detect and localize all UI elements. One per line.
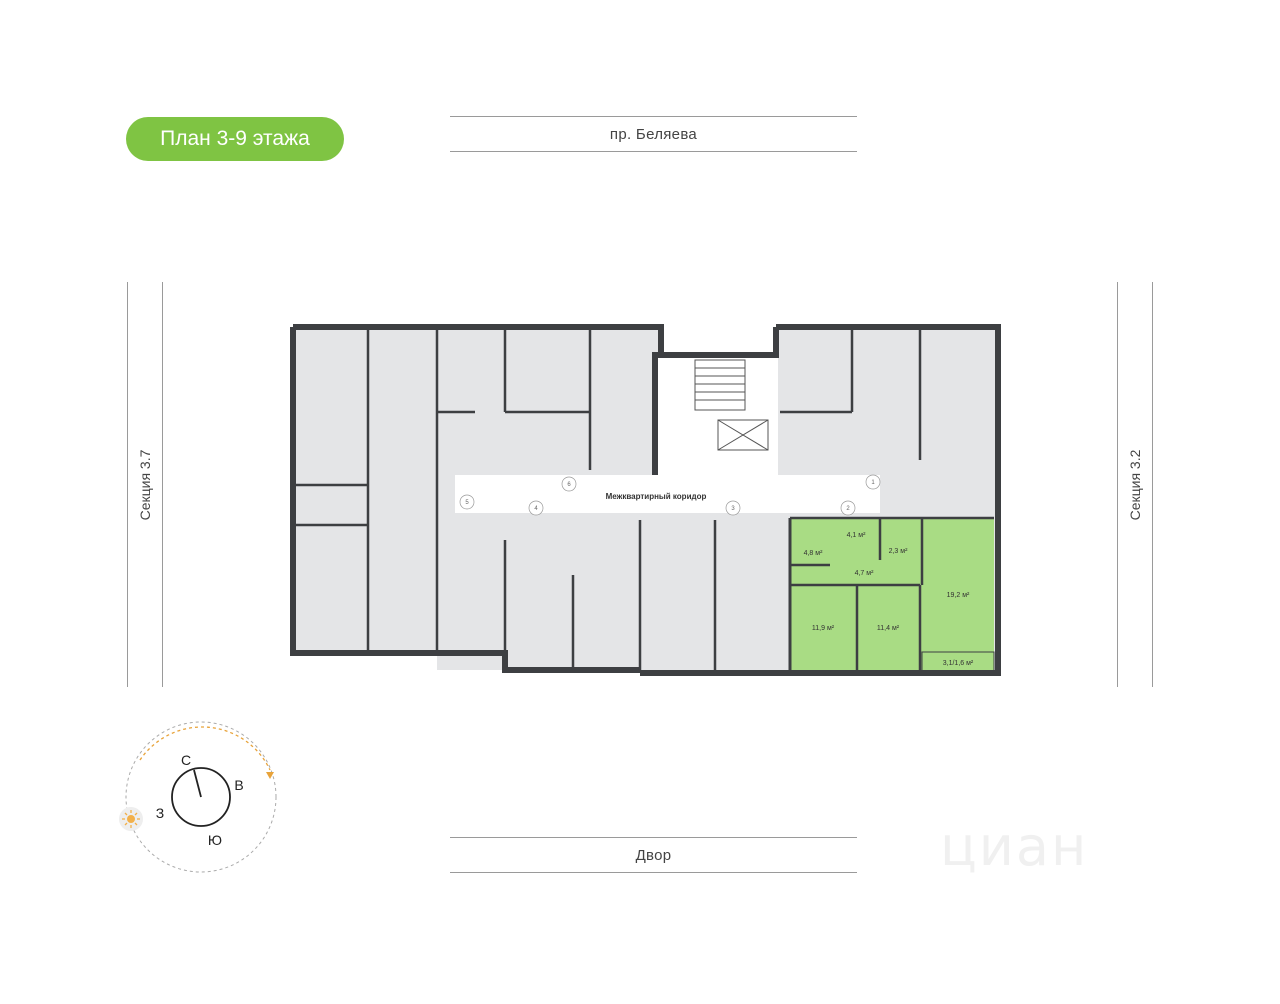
room-area-bedroom-2: 11,4 м² bbox=[877, 625, 900, 632]
plan-title: План 3-9 этажа bbox=[160, 127, 310, 150]
watermark: циан bbox=[940, 815, 1089, 878]
room-area-kitchen: 19,2 м² bbox=[947, 592, 970, 599]
interior-walls bbox=[295, 330, 994, 670]
compass: С В Ю З bbox=[119, 721, 277, 873]
section-left: Секция 3.7 bbox=[127, 282, 163, 687]
door-number-3: 3 bbox=[731, 506, 735, 512]
street-bottom: Двор bbox=[450, 837, 857, 873]
door-number-4: 4 bbox=[534, 506, 538, 512]
compass-north: С bbox=[181, 752, 191, 768]
room-area-hall: 4,1 м² bbox=[847, 532, 866, 539]
outer-walls bbox=[290, 324, 1001, 676]
room-area-bath: 4,8 м² bbox=[804, 550, 823, 557]
sun-icon bbox=[119, 807, 143, 831]
door-number-1: 1 bbox=[871, 480, 875, 486]
apartment-room-labels: 4,1 м² 4,8 м² 2,3 м² 4,7 м² 19,2 м² 11,9… bbox=[804, 532, 974, 667]
compass-south: Ю bbox=[208, 832, 222, 848]
highlighted-apartment[interactable] bbox=[790, 518, 995, 673]
sun-path-arrow-icon bbox=[266, 772, 274, 779]
compass-east: В bbox=[234, 777, 243, 793]
room-area-wc: 2,3 м² bbox=[889, 548, 908, 555]
plan-title-badge: План 3-9 этажа bbox=[126, 117, 344, 161]
street-top-label: пр. Беляева bbox=[609, 125, 698, 143]
stair-core bbox=[694, 359, 769, 451]
door-number-5: 5 bbox=[465, 500, 469, 506]
corridor: Межквартирный коридор bbox=[606, 492, 707, 501]
street-top: пр. Беляева bbox=[450, 116, 857, 152]
room-area-balcony: 3,1/1,6 м² bbox=[943, 660, 974, 667]
corridor-label: Межквартирный коридор bbox=[606, 492, 707, 501]
compass-west: З bbox=[156, 805, 164, 821]
door-number-6: 6 bbox=[567, 482, 571, 488]
room-area-corridor: 4,7 м² bbox=[855, 570, 874, 577]
room-area-bedroom-1: 11,9 м² bbox=[812, 625, 835, 632]
street-bottom-label: Двор bbox=[635, 846, 672, 864]
section-right: Секция 3.2 bbox=[1117, 282, 1153, 687]
door-number-2: 2 bbox=[846, 506, 850, 512]
door-numbers: 5 4 6 3 2 1 bbox=[459, 474, 881, 516]
